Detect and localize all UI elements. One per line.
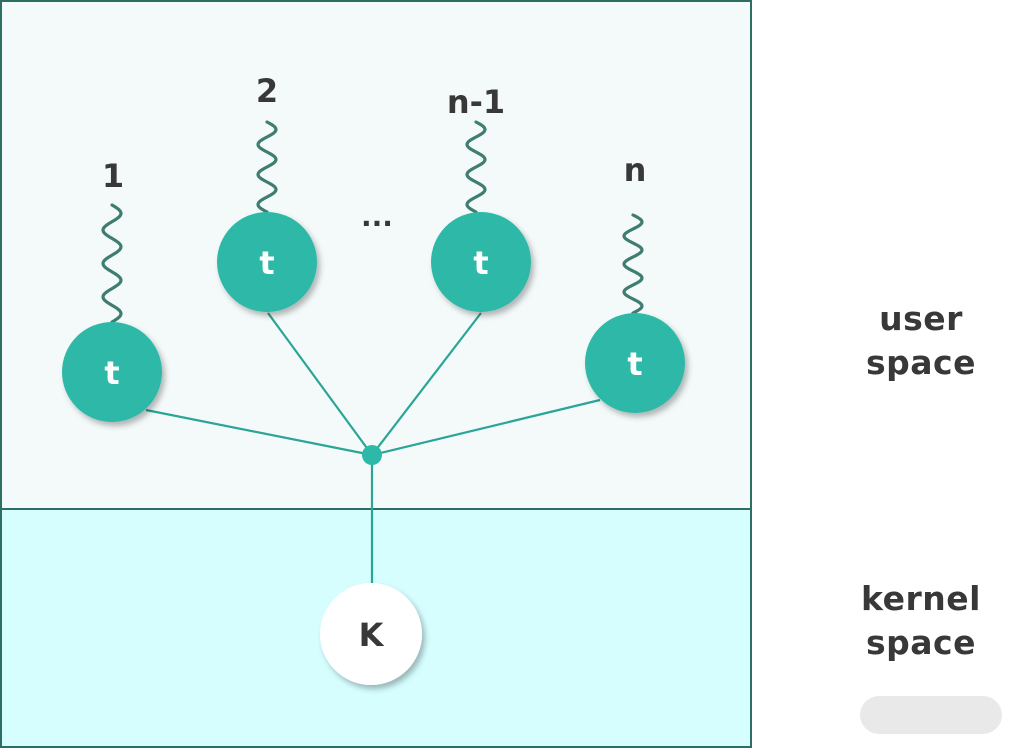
kernel-space-label: kernel space xyxy=(841,577,1001,665)
thread-node-n-circle xyxy=(585,313,685,413)
thread-node-n-1-circle xyxy=(431,212,531,312)
thread-node-2-circle xyxy=(217,212,317,312)
user-space-label: user space xyxy=(841,297,1001,385)
hub-node xyxy=(362,445,382,465)
user-space-zone xyxy=(0,0,752,510)
thread-2-number: 2 xyxy=(256,72,278,110)
kernel-node-circle xyxy=(320,583,422,685)
thread-n-squiggle xyxy=(622,213,644,315)
thread-node-2: t xyxy=(217,212,317,312)
watermark-blur xyxy=(860,696,1002,734)
thread-1-number: 1 xyxy=(102,157,124,195)
connector-thread-n xyxy=(371,398,601,457)
connector-lines xyxy=(145,312,601,585)
thread-node-n-label: t xyxy=(627,345,642,383)
connector-thread-1 xyxy=(145,408,373,457)
thread-node-1: t xyxy=(62,322,162,422)
user-space-label-line1: user xyxy=(879,299,963,338)
kernel-space-label-line1: kernel xyxy=(861,579,981,618)
thread-2-squiggle xyxy=(256,120,278,214)
thread-node-n-1: t xyxy=(431,212,531,312)
connector-thread-n-1 xyxy=(371,312,482,456)
kernel-space-label-line2: space xyxy=(866,623,976,662)
ellipsis: ... xyxy=(361,200,393,233)
thread-n-number: n xyxy=(624,151,647,189)
thread-1-squiggle xyxy=(101,203,123,324)
thread-n-1-number: n-1 xyxy=(447,83,505,121)
thread-node-1-label: t xyxy=(104,354,119,392)
connector-thread-2 xyxy=(267,312,373,456)
kernel-node-label: K xyxy=(359,616,385,654)
thread-node-n-1-label: t xyxy=(473,244,488,282)
thread-node-1-circle xyxy=(62,322,162,422)
thread-node-2-label: t xyxy=(259,244,274,282)
thread-n-1-squiggle xyxy=(465,120,487,214)
user-space-label-line2: space xyxy=(866,343,976,382)
thread-node-n: t xyxy=(585,313,685,413)
kernel-node: K xyxy=(320,583,422,685)
